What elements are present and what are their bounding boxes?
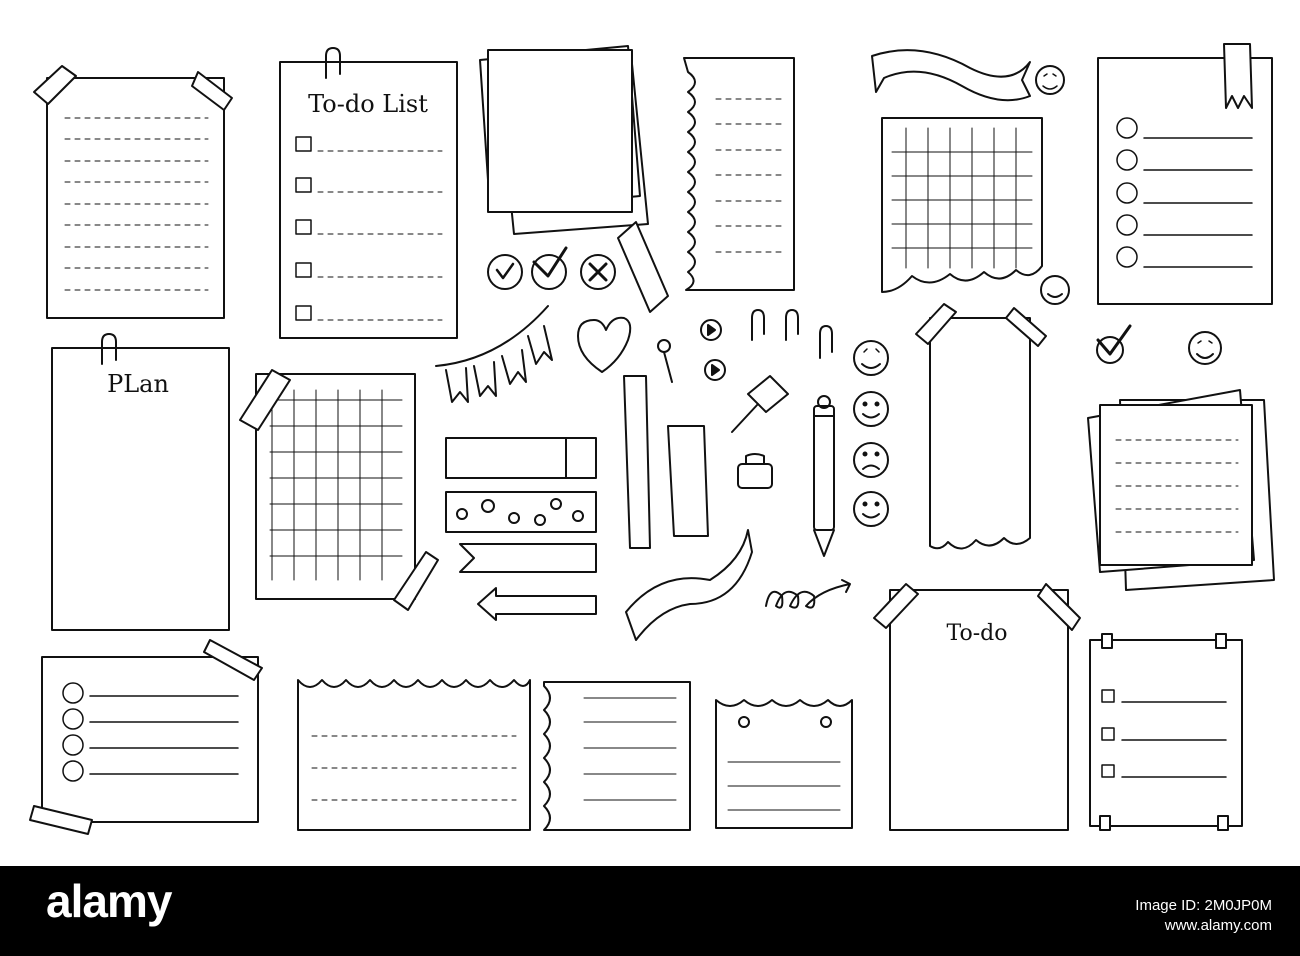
smiley-icon	[1188, 331, 1222, 365]
play-button-icon	[700, 319, 722, 341]
grid-note-taped	[239, 369, 439, 611]
tape-icon	[393, 551, 439, 611]
play-button-icon	[704, 359, 726, 381]
tape-icon	[191, 71, 233, 111]
pushpin-icon	[731, 375, 789, 433]
tape-strip-icon	[667, 425, 709, 537]
dotted-washi-tape	[445, 491, 597, 533]
tape-strip-icon	[623, 375, 651, 549]
scalloped-note	[297, 679, 531, 831]
paper-clip-icon	[785, 309, 799, 341]
todo-note	[873, 583, 1081, 831]
stock-info: Image ID: 2M0JP0M www.alamy.com	[1135, 896, 1272, 935]
smiley-icon	[853, 391, 889, 427]
plan-title: PLan	[107, 370, 169, 398]
check-mark-icon	[531, 246, 568, 290]
label-tag	[445, 437, 597, 479]
tape-icon	[915, 303, 957, 345]
ribbon-tag	[459, 543, 597, 573]
paper-clip-icon	[101, 333, 117, 365]
tape-icon	[29, 805, 93, 835]
tape-icon	[1005, 307, 1047, 347]
paper-clip-icon	[819, 325, 833, 359]
grid-note-torn	[881, 117, 1043, 293]
laughing-face-icon	[853, 340, 889, 376]
watermark-footer: alamy Image ID: 2M0JP0M www.alamy.com	[0, 866, 1300, 956]
todo-list-note	[279, 47, 458, 339]
bunting-flags-icon	[435, 305, 553, 403]
circle-list-note-taped	[29, 639, 263, 835]
tape-icon	[203, 639, 263, 681]
paper-clip-icon	[325, 47, 341, 79]
torn-lined-note	[683, 57, 795, 291]
pin-icon	[657, 339, 673, 383]
todo-list-title: To-do List	[308, 90, 428, 118]
tape-icon	[1037, 583, 1081, 631]
todo-title: To-do	[947, 621, 1008, 646]
ribbon-banner-icon	[625, 529, 753, 641]
check-mark-icon	[1096, 324, 1132, 364]
doodle-note-collection: To-do List PLan To-do	[29, 43, 1275, 835]
tape-icon	[239, 369, 291, 431]
smiley-icon	[853, 491, 889, 527]
stacked-lined-note	[1087, 389, 1275, 591]
taped-torn-note	[915, 303, 1047, 550]
torn-lined-note-small	[543, 681, 691, 831]
checkbox-note	[1089, 633, 1243, 831]
swirl-arrow-icon	[765, 579, 851, 609]
paper-clip-icon	[751, 309, 765, 341]
arrow-icon	[477, 587, 597, 621]
tape-icon	[873, 583, 919, 629]
spiral-notepad	[715, 699, 853, 829]
stacked-sticky-notes	[479, 45, 649, 235]
pencil-icon	[813, 395, 835, 557]
alamy-logo: alamy	[46, 875, 172, 927]
site-url: www.alamy.com	[1164, 916, 1272, 934]
plan-note	[51, 333, 230, 631]
bookmark-tape-icon	[1223, 43, 1253, 109]
check-circle-icon	[487, 254, 523, 290]
image-id: Image ID: 2M0JP0M	[1135, 897, 1272, 914]
smiley-icon	[1035, 65, 1065, 95]
lined-note-taped	[33, 65, 233, 319]
sad-face-icon	[853, 442, 889, 478]
tape-icon	[33, 65, 77, 105]
laughing-face-icon	[1040, 275, 1070, 305]
ribbon-banner-icon	[871, 49, 1031, 102]
circle-list-note	[1097, 43, 1273, 305]
binder-clip-icon	[737, 453, 773, 489]
cross-circle-icon	[580, 254, 616, 290]
heart-icon	[577, 316, 632, 373]
tape-strip-icon	[617, 221, 669, 313]
